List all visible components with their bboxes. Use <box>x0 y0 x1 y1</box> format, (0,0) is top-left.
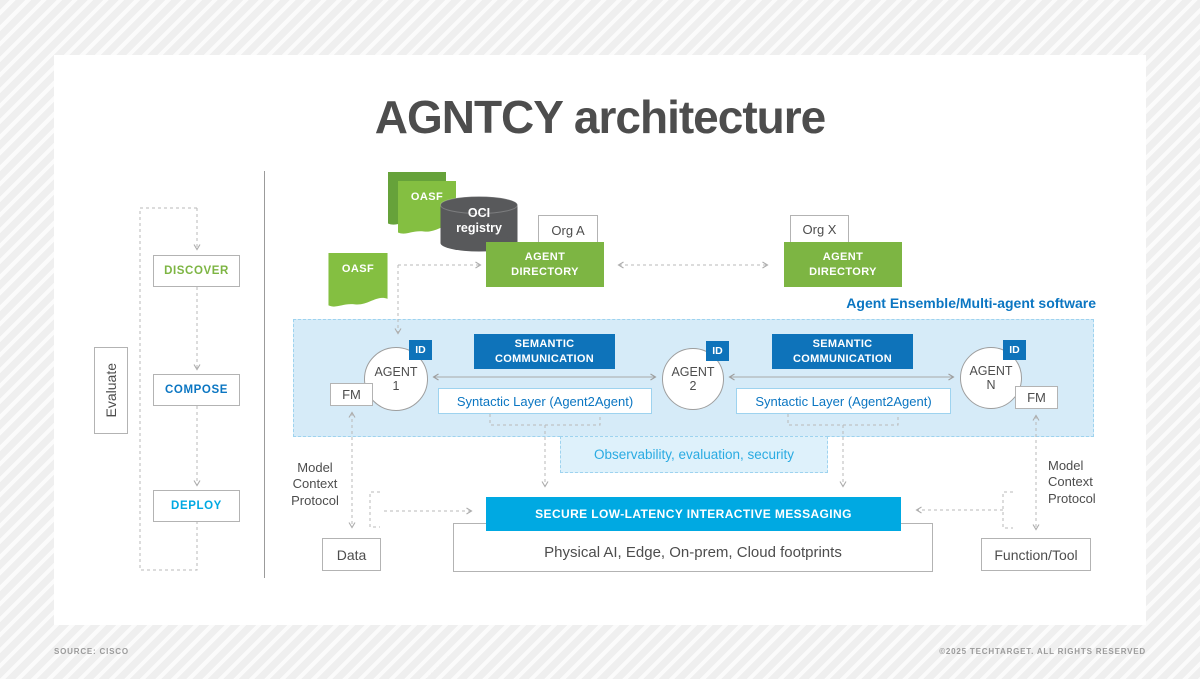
evaluate-box: Evaluate <box>94 347 128 434</box>
syntactic-layer-2: Syntactic Layer (Agent2Agent) <box>736 388 951 414</box>
syntactic-layer-1: Syntactic Layer (Agent2Agent) <box>438 388 652 414</box>
agent-directory-right: AGENT DIRECTORY <box>784 242 902 287</box>
function-tool-label: Function/Tool <box>994 546 1078 563</box>
data-label: Data <box>336 546 367 563</box>
data-box: Data <box>322 538 381 571</box>
mcp-label-right: Model Context Protocol <box>1048 458 1096 506</box>
step-discover: DISCOVER <box>153 255 240 287</box>
infrastructure-box: Physical AI, Edge, On-prem, Cloud footpr… <box>453 523 933 572</box>
mcp-label-left: Model Context Protocol <box>291 460 339 508</box>
step-deploy-label: DEPLOY <box>171 500 222 512</box>
function-tool-box: Function/Tool <box>981 538 1091 571</box>
org-x-label: Org X <box>802 222 837 237</box>
footer-source: SOURCE: CISCO <box>54 647 129 656</box>
ensemble-caption: Agent Ensemble/Multi-agent software <box>846 295 1096 311</box>
observability-band: Observability, evaluation, security <box>560 436 828 473</box>
fm-box-left: FM <box>330 383 373 406</box>
agent-directory-left: AGENT DIRECTORY <box>486 242 604 287</box>
fm-box-right: FM <box>1015 386 1058 409</box>
org-x-box: Org X <box>790 215 849 244</box>
org-a-box: Org A <box>538 215 598 245</box>
step-deploy: DEPLOY <box>153 490 240 522</box>
infrastructure-label: Physical AI, Edge, On-prem, Cloud footpr… <box>544 544 842 561</box>
evaluate-label: Evaluate <box>103 363 119 418</box>
oasf-label-left: OASF <box>341 263 375 275</box>
oci-registry-label: OCI registry <box>456 206 502 235</box>
oci-registry-icon <box>440 196 518 252</box>
semantic-communication-1: SEMANTIC COMMUNICATION <box>474 334 615 369</box>
org-a-label: Org A <box>551 222 585 238</box>
oasf-label-top: OASF <box>410 191 444 203</box>
step-compose-label: COMPOSE <box>165 384 228 396</box>
page-title: AGNTCY architecture <box>374 91 827 143</box>
agent-n-id-badge: ID <box>1003 340 1026 360</box>
agent-2-id-badge: ID <box>706 341 729 361</box>
oasf-flag-icon <box>328 253 388 307</box>
messaging-bar: SECURE LOW-LATENCY INTERACTIVE MESSAGING <box>486 497 901 531</box>
step-discover-label: DISCOVER <box>164 265 229 277</box>
agent-1-id-badge: ID <box>409 340 432 360</box>
agent-2-circle: AGENT 2 <box>662 348 724 410</box>
semantic-communication-2: SEMANTIC COMMUNICATION <box>772 334 913 369</box>
oasf-flag-left: OASF <box>328 253 388 309</box>
footer-copyright: ©2025 TECHTARGET. ALL RIGHTS RESERVED <box>939 647 1146 656</box>
step-compose: COMPOSE <box>153 374 240 406</box>
